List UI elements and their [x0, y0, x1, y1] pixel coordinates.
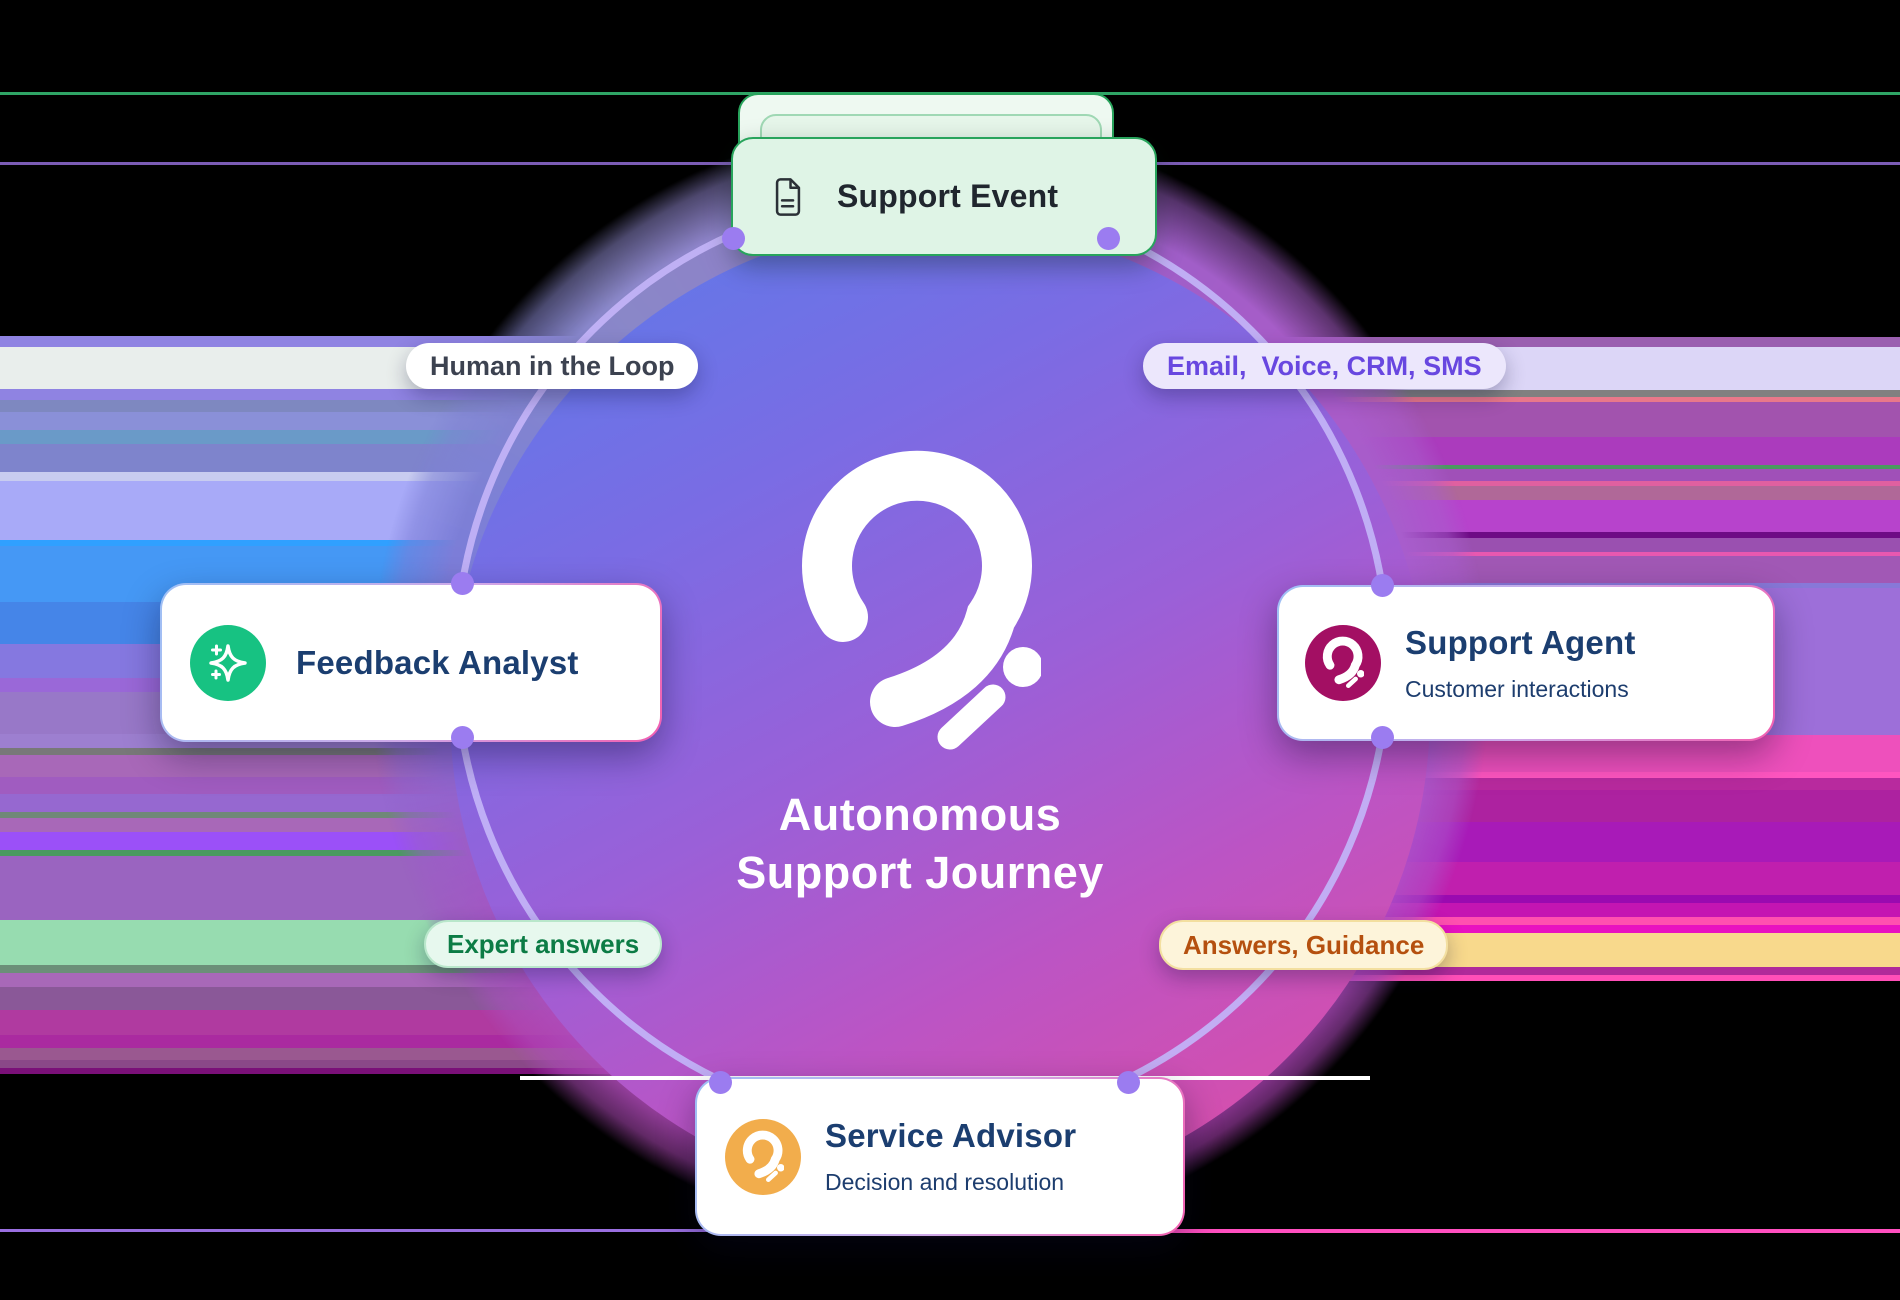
ring-node [709, 1071, 732, 1094]
bg-stripe-left [0, 336, 950, 347]
bg-stripe-right [950, 397, 1900, 402]
bg-smear-line [520, 1076, 1370, 1080]
support-agent-card: Support Agent Customer interactions [1277, 585, 1775, 741]
bg-stripe-right [950, 967, 1900, 975]
bg-smear-line [0, 162, 733, 165]
feedback-analyst-title: Feedback Analyst [296, 643, 579, 681]
bg-stripe-left [0, 1068, 950, 1074]
bg-smear-line [1106, 162, 1900, 165]
channels-label: Email, Voice, CRM, SMS [1143, 343, 1506, 389]
bg-stripe-left [0, 1060, 950, 1068]
ring-node [1117, 1071, 1140, 1094]
feedback-analyst-card: Feedback Analyst [160, 583, 662, 742]
support-event-label: Support Event [837, 178, 1059, 214]
ring-node [451, 726, 474, 749]
service-advisor-subtitle: Decision and resolution [825, 1169, 1065, 1195]
brand-bulb-icon [725, 1118, 801, 1195]
support-agent-title: Support Agent [1405, 623, 1636, 661]
support-agent-subtitle: Customer interactions [1405, 675, 1629, 702]
ring-node [1371, 574, 1394, 597]
service-advisor-title: Service Advisor [825, 1117, 1077, 1154]
bg-stripe-right [950, 337, 1900, 347]
bg-smear-line [1125, 1229, 1900, 1233]
document-icon [775, 177, 801, 216]
expert-answers-label: Expert answers [424, 920, 663, 968]
center-title-line1: Autonomous [778, 789, 1062, 840]
ring-node [451, 572, 474, 595]
support-event-card: Support Event [731, 137, 1157, 256]
brand-bulb-icon [1305, 625, 1381, 701]
center-title: Autonomous Support Journey [620, 786, 1220, 902]
bg-stripe-right [950, 975, 1900, 981]
ring-node [722, 227, 745, 250]
human-in-the-loop-label: Human in the Loop [406, 343, 699, 389]
sparkle-icon [190, 624, 266, 701]
ring-node [1371, 726, 1394, 749]
bg-stripe-right [950, 390, 1900, 397]
service-advisor-card: Service Advisor Decision and resolution [695, 1077, 1185, 1236]
ring-node [1097, 227, 1120, 250]
bg-smear-line [0, 1229, 730, 1232]
brand-bulb-logo [802, 450, 1041, 750]
center-title-line2: Support Journey [736, 847, 1104, 898]
answers-guidance-label: Answers, Guidance [1159, 920, 1449, 970]
